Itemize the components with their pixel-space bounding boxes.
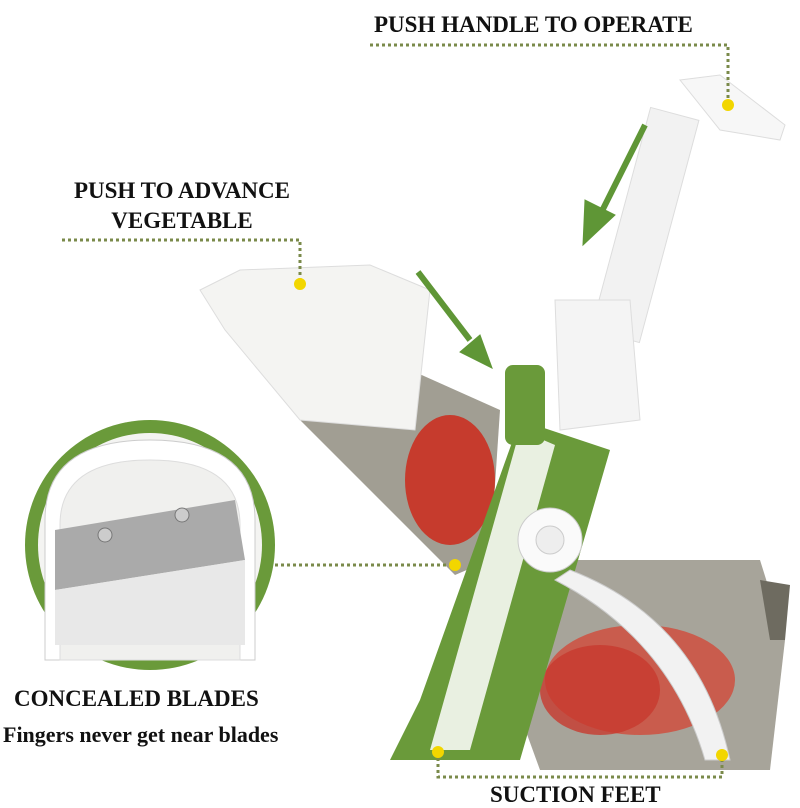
arrow-icon bbox=[415, 123, 648, 370]
label-push-advance-2: VEGETABLE bbox=[111, 208, 253, 233]
marker-dots bbox=[294, 99, 734, 761]
green-frame bbox=[390, 365, 610, 760]
leader-lines bbox=[62, 43, 730, 779]
container-box bbox=[500, 560, 790, 770]
vegetable-pusher bbox=[199, 264, 431, 431]
label-push-handle: PUSH HANDLE TO OPERATE bbox=[374, 12, 693, 37]
handle bbox=[517, 74, 786, 761]
blade-closeup-inset bbox=[25, 420, 275, 670]
label-concealed-blades: CONCEALED BLADES bbox=[14, 686, 259, 711]
label-suction-feet: SUCTION FEET bbox=[490, 782, 661, 807]
label-fingers-note: Fingers never get near blades bbox=[3, 722, 279, 747]
label-push-advance-1: PUSH TO ADVANCE bbox=[73, 178, 290, 203]
